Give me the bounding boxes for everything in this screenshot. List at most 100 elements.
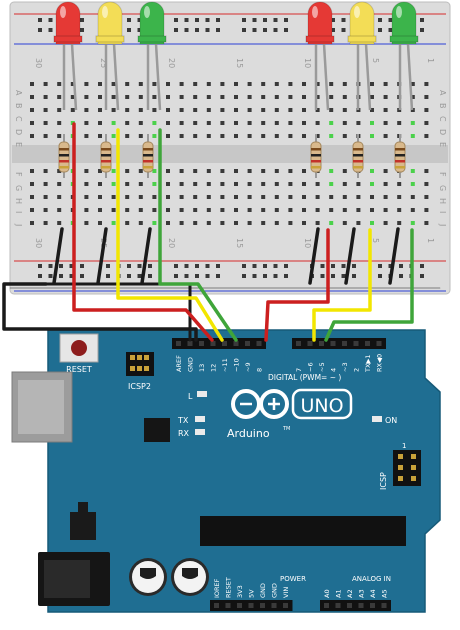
rail-hole bbox=[284, 28, 288, 32]
rail-hole bbox=[184, 274, 189, 278]
breadboard-hole bbox=[424, 121, 429, 125]
breadboard-hole bbox=[70, 95, 75, 99]
pin-label: 5V bbox=[248, 589, 256, 598]
breadboard-hole bbox=[220, 121, 225, 125]
header-pin[interactable] bbox=[353, 341, 359, 346]
breadboard-hole bbox=[220, 95, 225, 99]
breadboard-hole bbox=[410, 208, 415, 212]
breadboard-hole bbox=[329, 182, 334, 186]
voltage-regulator bbox=[70, 512, 96, 540]
yellow-led-icon bbox=[347, 1, 377, 111]
header-pin[interactable] bbox=[335, 603, 341, 608]
rail-hole bbox=[320, 264, 325, 268]
breadboard-hole bbox=[274, 182, 279, 186]
header-pin[interactable] bbox=[199, 341, 204, 346]
breadboard-hole bbox=[98, 221, 102, 225]
header-pin[interactable] bbox=[187, 341, 193, 346]
breadboard-hole bbox=[315, 134, 320, 138]
rail-hole bbox=[174, 274, 178, 278]
breadboard-hole bbox=[30, 182, 34, 186]
breadboard-hole bbox=[125, 221, 130, 225]
breadboard-hole bbox=[166, 182, 170, 186]
jumper-wires bbox=[52, 227, 400, 285]
breadboard-hole bbox=[193, 134, 198, 138]
header-pin[interactable] bbox=[260, 603, 265, 608]
header-pin[interactable] bbox=[256, 341, 262, 346]
breadboard-hole bbox=[111, 182, 116, 186]
header-pin[interactable] bbox=[233, 341, 239, 346]
header-pin[interactable] bbox=[324, 603, 329, 608]
header-pin[interactable] bbox=[225, 603, 231, 608]
breadboard-hole bbox=[166, 82, 170, 86]
rail-hole bbox=[148, 274, 152, 278]
breadboard-hole bbox=[111, 169, 116, 173]
pin-label: RESET bbox=[225, 577, 233, 598]
header-pin[interactable] bbox=[237, 603, 242, 608]
rail-hole bbox=[263, 18, 267, 22]
breadboard-hole bbox=[125, 195, 130, 199]
header-pin[interactable] bbox=[307, 341, 313, 346]
column-number: 20 bbox=[167, 58, 176, 68]
pin-label: A2 bbox=[346, 589, 354, 598]
ground-jumper-wire bbox=[140, 227, 152, 285]
rail-hole bbox=[252, 28, 257, 32]
column-number: 15 bbox=[235, 58, 244, 68]
header-pin[interactable] bbox=[342, 341, 347, 346]
rail-hole bbox=[388, 264, 393, 268]
breadboard-hole bbox=[206, 134, 211, 138]
breadboard-hole bbox=[152, 208, 157, 212]
header-pin[interactable] bbox=[210, 341, 216, 346]
breadboard-hole bbox=[261, 195, 266, 199]
header-pin[interactable] bbox=[245, 341, 250, 346]
breadboard-hole bbox=[98, 169, 102, 173]
breadboard-hole bbox=[302, 208, 306, 212]
leds bbox=[53, 1, 419, 111]
header-pin[interactable] bbox=[330, 341, 336, 346]
column-number: 30 bbox=[34, 238, 43, 248]
resistor-icon bbox=[142, 134, 154, 178]
header-pin[interactable] bbox=[358, 603, 364, 608]
breadboard-hole bbox=[43, 195, 48, 199]
breadboard-hole bbox=[125, 134, 130, 138]
breadboard-hole bbox=[152, 82, 157, 86]
breadboard-hole bbox=[193, 221, 198, 225]
header-pin[interactable] bbox=[376, 341, 382, 346]
breadboard-hole bbox=[193, 208, 198, 212]
reset-button-cap[interactable] bbox=[71, 340, 87, 356]
rail-hole bbox=[127, 264, 131, 268]
header-pin[interactable] bbox=[319, 341, 324, 346]
rx-label: RX bbox=[178, 429, 190, 438]
breadboard-hole bbox=[98, 182, 102, 186]
header-pin[interactable] bbox=[381, 603, 387, 608]
breadboard-hole bbox=[111, 108, 116, 112]
header-pin[interactable] bbox=[248, 603, 254, 608]
header-pin[interactable] bbox=[283, 603, 288, 608]
row-letter: A bbox=[14, 90, 23, 96]
header-pin[interactable] bbox=[222, 341, 227, 346]
green-led-icon bbox=[389, 1, 419, 111]
header-pin[interactable] bbox=[365, 341, 370, 346]
header-pin[interactable] bbox=[271, 603, 277, 608]
breadboard-hole bbox=[193, 95, 198, 99]
breadboard-hole bbox=[30, 195, 34, 199]
breadboard-hole bbox=[315, 182, 320, 186]
header-pin[interactable] bbox=[370, 603, 375, 608]
header-pin[interactable] bbox=[296, 341, 301, 346]
breadboard-hole bbox=[125, 169, 130, 173]
breadboard-hole bbox=[111, 121, 116, 125]
pin-label: ~9 bbox=[244, 362, 252, 372]
row-letter: G bbox=[438, 185, 447, 191]
red-led-icon bbox=[53, 1, 83, 111]
breadboard-hole bbox=[424, 108, 429, 112]
breadboard-hole bbox=[179, 82, 184, 86]
breadboard-hole bbox=[98, 121, 102, 125]
breadboard-hole bbox=[84, 134, 89, 138]
header-pin[interactable] bbox=[214, 603, 219, 608]
breadboard-hole bbox=[179, 134, 184, 138]
header-pin[interactable] bbox=[176, 341, 181, 346]
breadboard-hole bbox=[274, 82, 279, 86]
pin-label: A4 bbox=[369, 589, 377, 598]
header-pin[interactable] bbox=[347, 603, 352, 608]
rail-hole bbox=[137, 28, 142, 32]
breadboard-hole bbox=[30, 221, 34, 225]
